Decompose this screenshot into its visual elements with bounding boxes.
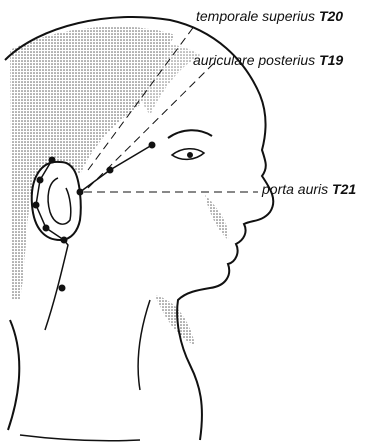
label-auriculare-posterius-code: T19 <box>319 52 343 68</box>
label-temporale-superius-name: temporale superius <box>196 8 315 24</box>
neck-shading <box>155 295 195 345</box>
label-temporale-superius: temporale superius T20 <box>196 8 343 24</box>
label-auriculare-posterius: auriculare posterius T19 <box>193 52 343 68</box>
neck-line <box>138 300 150 390</box>
cheek-shading <box>205 195 228 240</box>
neck-back-outline <box>8 320 19 430</box>
eye-pupil <box>187 152 193 158</box>
ear-outline <box>32 162 81 240</box>
label-porta-auris: porta auris T21 <box>262 181 356 197</box>
label-porta-auris-code: T21 <box>332 181 356 197</box>
label-auriculare-posterius-name: auriculare posterius <box>193 52 315 68</box>
label-porta-auris-name: porta auris <box>262 181 328 197</box>
shoulder-line <box>20 435 140 441</box>
eyebrow <box>168 130 212 138</box>
label-temporale-superius-code: T20 <box>319 8 343 24</box>
